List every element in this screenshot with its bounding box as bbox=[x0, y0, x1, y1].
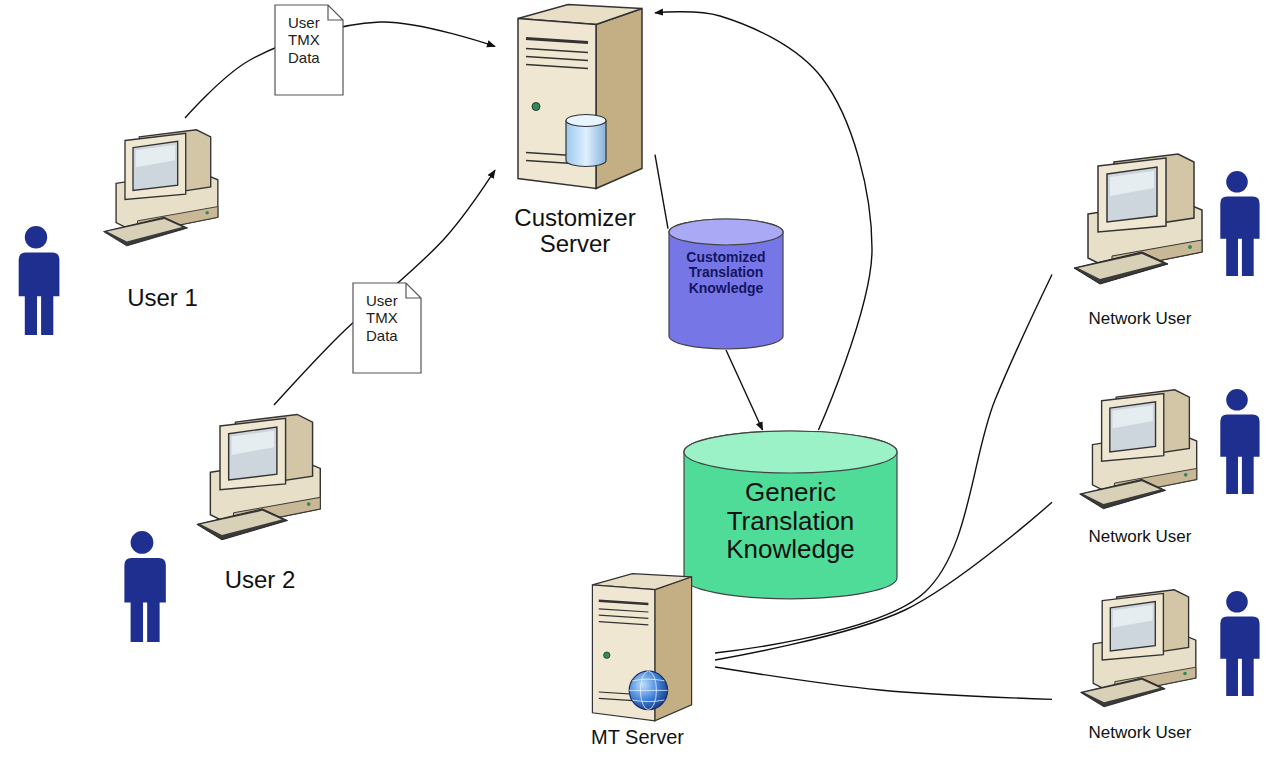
computer-icon bbox=[1070, 388, 1210, 516]
computer-node: Network User bbox=[1052, 148, 1228, 329]
document-label: User TMX Data bbox=[274, 4, 344, 96]
server-icon bbox=[500, 0, 650, 195]
document-label: User TMX Data bbox=[352, 282, 422, 374]
icon-shape bbox=[1080, 390, 1197, 509]
cylinder-top bbox=[684, 431, 897, 473]
database-cylinder: Customized Translation Knowledge bbox=[668, 218, 784, 350]
person-icon bbox=[1220, 389, 1259, 494]
computer-node: Network User bbox=[1052, 388, 1228, 547]
node-label: MT Server bbox=[563, 724, 713, 748]
cylinder-label: Customized Translation Knowledge bbox=[678, 218, 774, 296]
computer-node: User 1 bbox=[100, 118, 225, 311]
server-icon bbox=[563, 572, 713, 724]
connector bbox=[655, 12, 872, 430]
document-shape bbox=[353, 283, 421, 373]
database-cylinder: Generic Translation Knowledge bbox=[683, 430, 898, 600]
node-label: Network User bbox=[1055, 714, 1225, 743]
server-node: MT Server bbox=[560, 572, 715, 748]
cylinder-body bbox=[684, 431, 897, 599]
icon-shape bbox=[518, 5, 642, 189]
connector bbox=[715, 667, 1052, 699]
computer-icon bbox=[1070, 588, 1210, 714]
person-icon bbox=[124, 531, 165, 642]
icon-shape bbox=[1081, 590, 1196, 707]
person-icon bbox=[1220, 591, 1259, 696]
server-node: Customizer Server bbox=[495, 0, 655, 258]
person-icon bbox=[1220, 171, 1259, 276]
connector bbox=[274, 170, 495, 405]
icon-shape bbox=[104, 130, 218, 246]
node-label: Customizer Server bbox=[508, 195, 643, 258]
node-label: Network User bbox=[1055, 516, 1225, 547]
icon-shape bbox=[1074, 154, 1202, 284]
connector bbox=[726, 350, 763, 430]
icon-shape bbox=[592, 574, 691, 721]
document-shape bbox=[275, 5, 343, 95]
edge-label: User TMX Data bbox=[274, 4, 332, 66]
edge-label: User TMX Data bbox=[352, 282, 410, 344]
computer-icon bbox=[100, 118, 225, 263]
icon-shape bbox=[196, 414, 319, 539]
cylinder-top bbox=[669, 219, 783, 245]
node-label: User 2 bbox=[200, 555, 320, 593]
person-icon bbox=[19, 226, 60, 335]
cylinder-label: Generic Translation Knowledge bbox=[706, 430, 876, 564]
computer-icon bbox=[1070, 148, 1210, 296]
node-label: Network User bbox=[1055, 296, 1225, 329]
node-label: User 1 bbox=[103, 263, 223, 311]
connector bbox=[655, 155, 668, 229]
computer-icon bbox=[193, 405, 328, 555]
computer-node: Network User bbox=[1052, 588, 1228, 743]
computer-node: User 2 bbox=[190, 405, 330, 593]
